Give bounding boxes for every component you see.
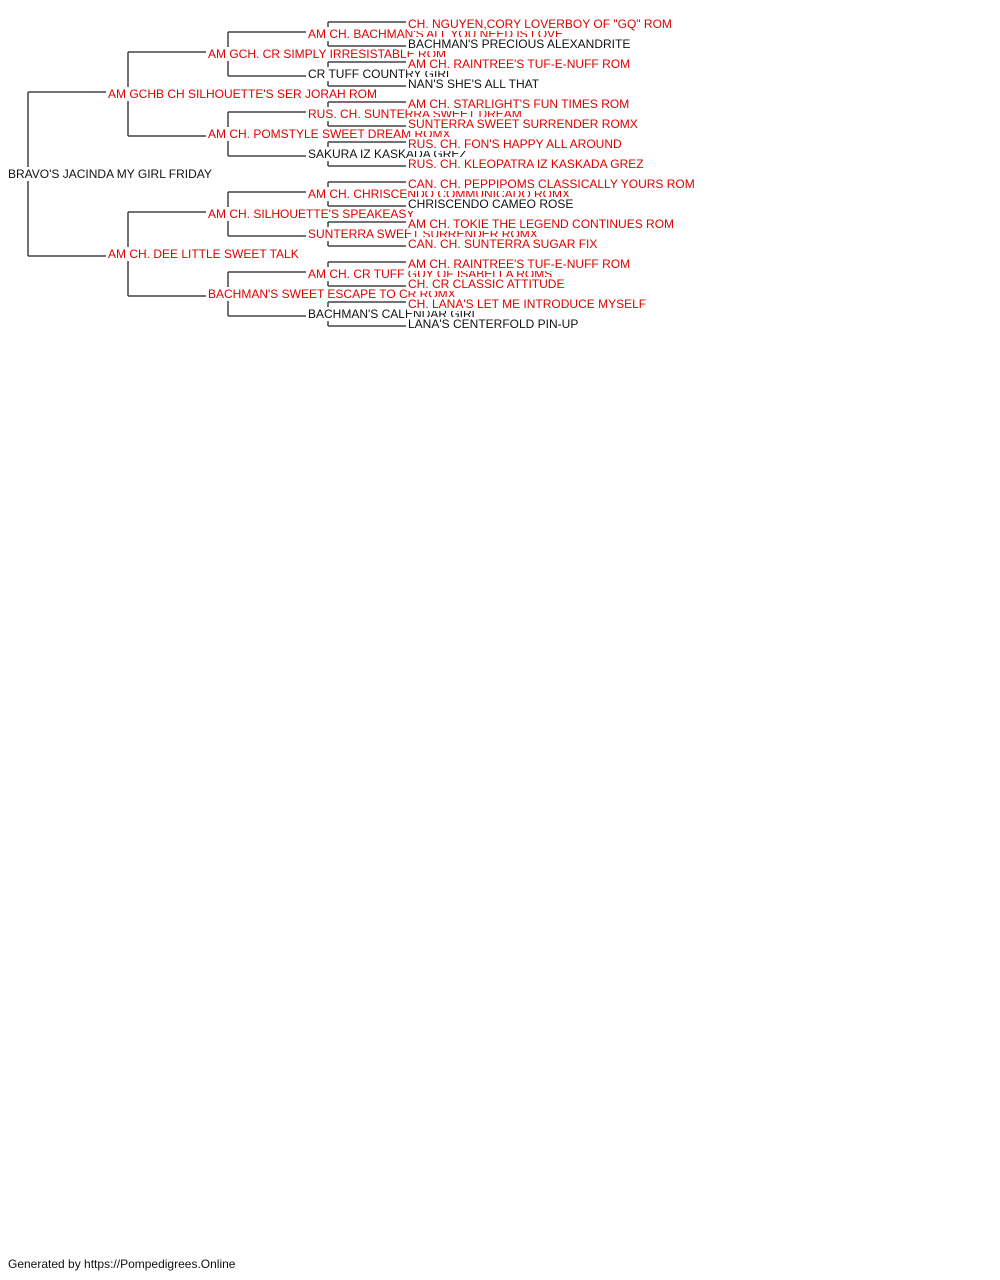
ancestor-name: AM CH. RAINTREE'S TUF-E-NUFF ROM bbox=[407, 257, 632, 271]
ancestor-name: NAN'S SHE'S ALL THAT bbox=[407, 77, 541, 91]
ancestor-name: CH. NGUYEN,CORY LOVERBOY OF "GQ" ROM bbox=[407, 17, 673, 31]
footer-credit: Generated by https://Pompedigrees.Online bbox=[8, 1257, 236, 1271]
ancestor-name: RUS. CH. KLEOPATRA IZ KASKADA GREZ bbox=[407, 157, 645, 171]
ancestor-name: SUNTERRA SWEET SURRENDER ROMX bbox=[407, 117, 639, 131]
ancestor-name: RUS. CH. FON'S HAPPY ALL AROUND bbox=[407, 137, 623, 151]
ancestor-name: AM GCHB CH SILHOUETTE'S SER JORAH ROM bbox=[107, 87, 378, 101]
ancestor-name: CH. LANA'S LET ME INTRODUCE MYSELF bbox=[407, 297, 648, 311]
ancestor-name: AM CH. RAINTREE'S TUF-E-NUFF ROM bbox=[407, 57, 632, 71]
ancestor-name: AM CH. DEE LITTLE SWEET TALK bbox=[107, 247, 300, 261]
ancestor-name: CAN. CH. SUNTERRA SUGAR FIX bbox=[407, 237, 599, 251]
ancestor-name: AM CH. TOKIE THE LEGEND CONTINUES ROM bbox=[407, 217, 676, 231]
ancestor-name: BACHMAN'S SWEET ESCAPE TO CR ROMX bbox=[207, 287, 457, 301]
ancestor-name: CH. CR CLASSIC ATTITUDE bbox=[407, 277, 566, 291]
ancestor-name: CHRISCENDO CAMEO ROSE bbox=[407, 197, 575, 211]
ancestor-name: BACHMAN'S PRECIOUS ALEXANDRITE bbox=[407, 37, 632, 51]
ancestor-name: CAN. CH. PEPPIPOMS CLASSICALLY YOURS ROM bbox=[407, 177, 696, 191]
ancestor-name: LANA'S CENTERFOLD PIN-UP bbox=[407, 317, 580, 331]
ancestor-name: AM CH. STARLIGHT'S FUN TIMES ROM bbox=[407, 97, 631, 111]
ancestor-name: AM CH. SILHOUETTE'S SPEAKEASY bbox=[207, 207, 416, 221]
ancestor-name: AM CH. POMSTYLE SWEET DREAM ROMX bbox=[207, 127, 452, 141]
subject-dog-name: BRAVO'S JACINDA MY GIRL FRIDAY bbox=[7, 167, 213, 181]
ancestor-name: AM GCH. CR SIMPLY IRRESISTABLE ROM bbox=[207, 47, 448, 61]
